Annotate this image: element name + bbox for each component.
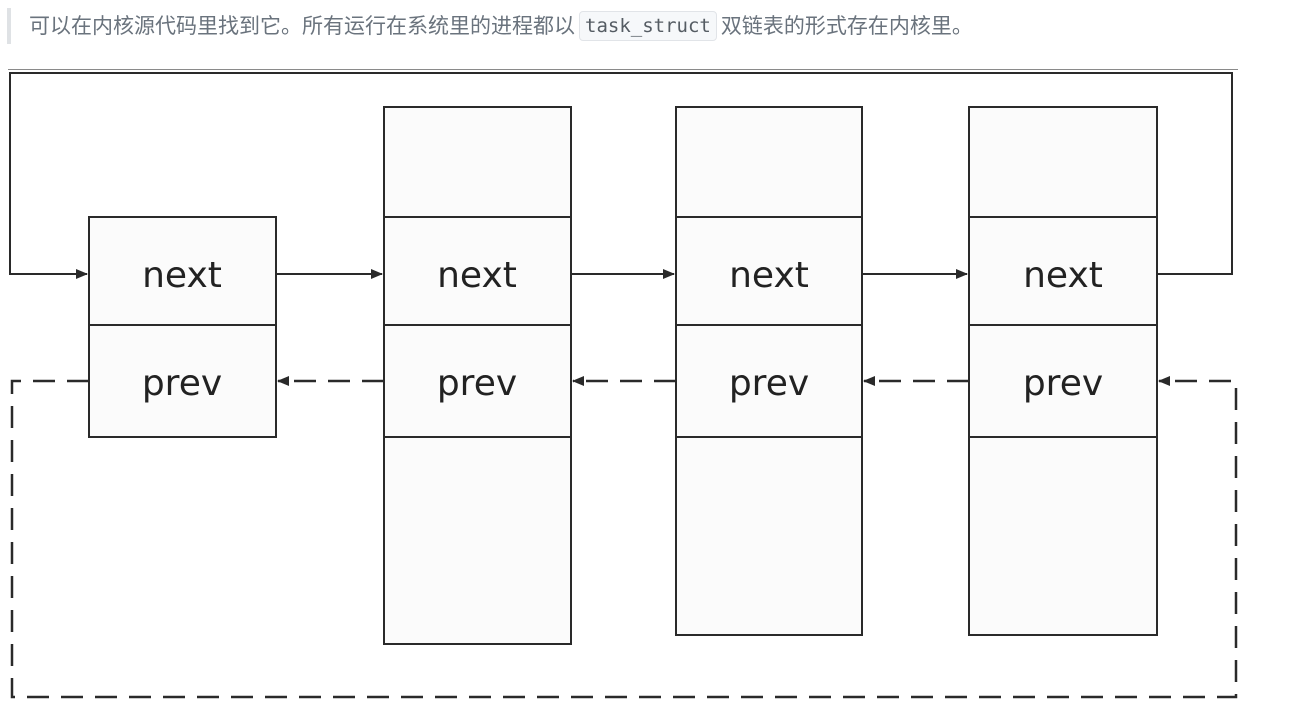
- list-node-3: next prev: [675, 106, 863, 636]
- node-1-prev-label: prev: [142, 363, 222, 404]
- prev-wrap-arrow: [10, 376, 1238, 699]
- node-3-prev-label: prev: [729, 363, 809, 404]
- node-2-prev-label: prev: [437, 363, 517, 404]
- caption-text-after: 双链表的形式存在内核里。: [720, 14, 973, 38]
- node-4-next-cell: [968, 216, 1158, 326]
- node-2-next-label: next: [437, 255, 517, 296]
- node-1-next-label: next: [142, 255, 222, 296]
- next-wrap-arrow: [9, 72, 1233, 279]
- node-1-next-cell: [88, 216, 277, 326]
- figure-top-rule: [8, 69, 1238, 70]
- node-3-top-cell: [675, 106, 863, 218]
- prev-pointers: [10, 376, 1238, 699]
- next-pointers: [9, 72, 1233, 279]
- node-3-bottom-cell: [675, 436, 863, 636]
- node-2-bottom-cell: [383, 436, 572, 645]
- node-4-next-label: next: [1023, 255, 1103, 296]
- node-4-prev-cell: [968, 324, 1158, 438]
- node-4-top-cell: [968, 106, 1158, 218]
- list-node-4: next prev: [968, 106, 1158, 636]
- caption-text-before: 可以在内核源代码里找到它。所有运行在系统里的进程都以: [29, 14, 575, 38]
- node-3-next-label: next: [729, 255, 809, 296]
- node-2-top-cell: [383, 106, 572, 218]
- node-3-next-cell: [675, 216, 863, 326]
- list-node-1: next prev: [88, 216, 277, 438]
- node-4-prev-label: prev: [1023, 363, 1103, 404]
- node-3-prev-cell: [675, 324, 863, 438]
- caption-inline-code: task_struct: [579, 11, 717, 41]
- caption-blockquote: 可以在内核源代码里找到它。所有运行在系统里的进程都以 task_struct 双…: [7, 8, 1237, 44]
- list-node-2: next prev: [383, 106, 572, 645]
- node-2-next-cell: [383, 216, 572, 326]
- node-4-bottom-cell: [968, 436, 1158, 636]
